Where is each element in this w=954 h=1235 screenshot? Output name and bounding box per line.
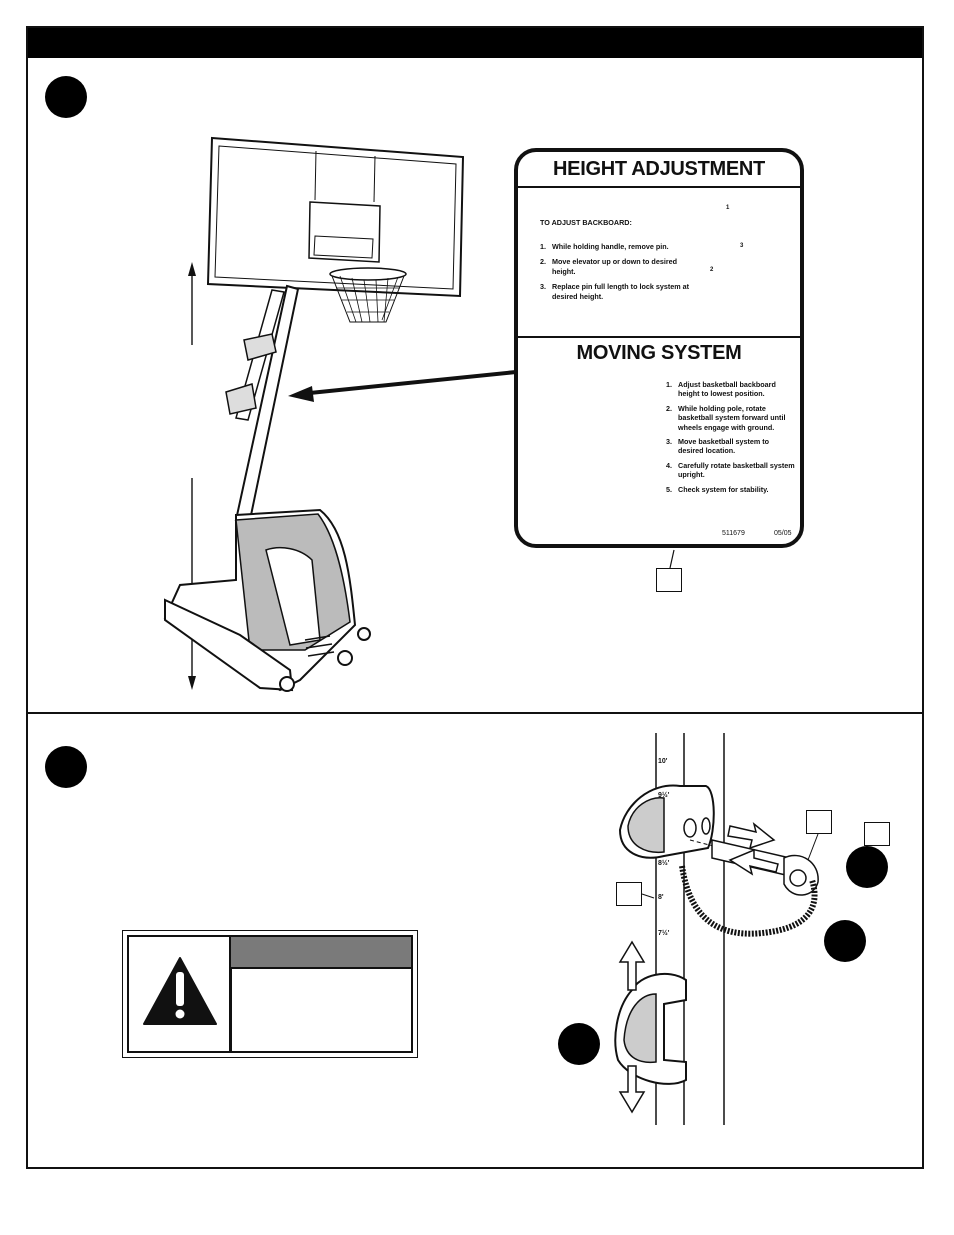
step-marker-1 bbox=[45, 76, 87, 118]
section-divider bbox=[28, 712, 922, 714]
callout-box-label bbox=[656, 568, 682, 592]
callout-marker-b bbox=[824, 920, 866, 962]
callout-box-pin bbox=[806, 810, 832, 834]
callout-box-knob bbox=[864, 822, 890, 846]
height-step: 3.Replace pin full length to lock system… bbox=[540, 282, 689, 301]
pole-mark-4: 8' bbox=[658, 894, 664, 901]
height-step: 1.While holding handle, remove pin. bbox=[540, 242, 669, 251]
pole-mark-2: 9½' bbox=[658, 792, 670, 799]
pole-mark-5: 7½' bbox=[658, 930, 670, 937]
warning-header-bar bbox=[231, 937, 411, 969]
instruction-label: HEIGHT ADJUSTMENT TO ADJUST BACKBOARD: 1… bbox=[514, 148, 804, 548]
callout-marker-c bbox=[558, 1023, 600, 1065]
height-steps-list: 1.While holding handle, remove pin. 2.Mo… bbox=[540, 242, 700, 307]
moving-steps-list: 1.Adjust basketball backboard height to … bbox=[666, 380, 796, 499]
moving-system-title: MOVING SYSTEM bbox=[576, 342, 742, 364]
pole-mark-1: 10' bbox=[658, 758, 668, 765]
moving-step: 4.Carefully rotate basketball system upr… bbox=[666, 460, 795, 480]
header-bar bbox=[28, 28, 922, 58]
moving-step: 3.Move basketball system to desired loca… bbox=[666, 437, 770, 456]
diagram-number-1: 1 bbox=[726, 205, 730, 211]
diagram-number-3: 3 bbox=[740, 243, 744, 249]
moving-step: 5.Check system for stability. bbox=[666, 484, 769, 494]
diagram-number-2: 2 bbox=[710, 267, 714, 273]
warning-separator bbox=[229, 937, 232, 1051]
step-marker-2 bbox=[45, 746, 87, 788]
pole-mark-3: 8½' bbox=[658, 860, 670, 867]
warning-inner bbox=[127, 935, 413, 1053]
callout-box-pole bbox=[616, 882, 642, 906]
callout-marker-a bbox=[846, 846, 888, 888]
label-separator bbox=[518, 336, 800, 338]
moving-step: 2.While holding pole, rotate basketball … bbox=[666, 403, 786, 432]
warning-box bbox=[122, 930, 418, 1058]
part-number: 511679 bbox=[722, 530, 745, 537]
page-frame bbox=[26, 26, 924, 1169]
moving-step: 1.Adjust basketball backboard height to … bbox=[666, 380, 776, 399]
height-step: 2.Move elevator up or down to desired he… bbox=[540, 257, 678, 276]
adjust-heading: TO ADJUST BACKBOARD: bbox=[540, 218, 632, 227]
height-adjustment-title: HEIGHT ADJUSTMENT bbox=[553, 158, 765, 180]
warning-icon bbox=[140, 952, 220, 1032]
date-code: 05/05 bbox=[774, 530, 792, 537]
title-rule bbox=[518, 186, 800, 188]
